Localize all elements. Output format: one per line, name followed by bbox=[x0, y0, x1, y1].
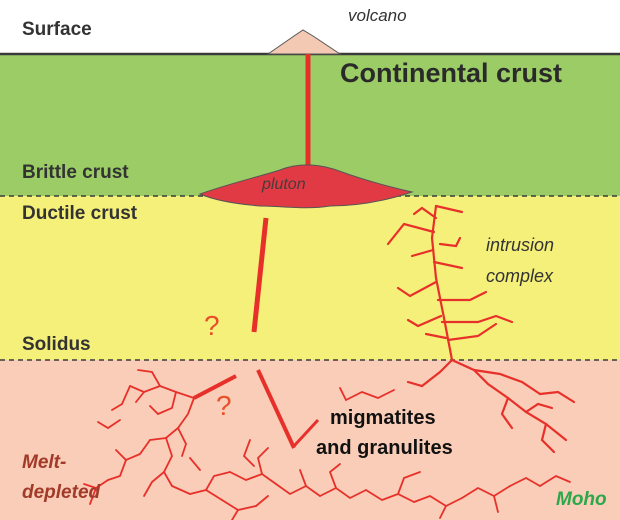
surface-label: Surface bbox=[22, 19, 92, 41]
ductile-crust-label: Ductile crust bbox=[22, 203, 137, 225]
migmatites-label-line1: migmatites bbox=[330, 407, 436, 430]
migmatites-label-line2: and granulites bbox=[316, 437, 453, 460]
moho-label: Moho bbox=[556, 489, 607, 511]
solidus-label: Solidus bbox=[22, 334, 91, 356]
question-mark-lower: ? bbox=[216, 390, 232, 422]
brittle-crust-label: Brittle crust bbox=[22, 162, 129, 184]
intrusion-complex-label-line1: intrusion bbox=[486, 235, 554, 256]
melt-depleted-label-line2: depleted bbox=[22, 482, 100, 504]
melt-depleted-label-line1: Melt- bbox=[22, 452, 66, 474]
intrusion-complex-label-line2: complex bbox=[486, 266, 553, 287]
continental-crust-label: Continental crust bbox=[340, 58, 562, 89]
question-mark-upper: ? bbox=[204, 310, 220, 342]
pluton-label: pluton bbox=[262, 176, 306, 194]
volcano-label: volcano bbox=[348, 6, 407, 26]
